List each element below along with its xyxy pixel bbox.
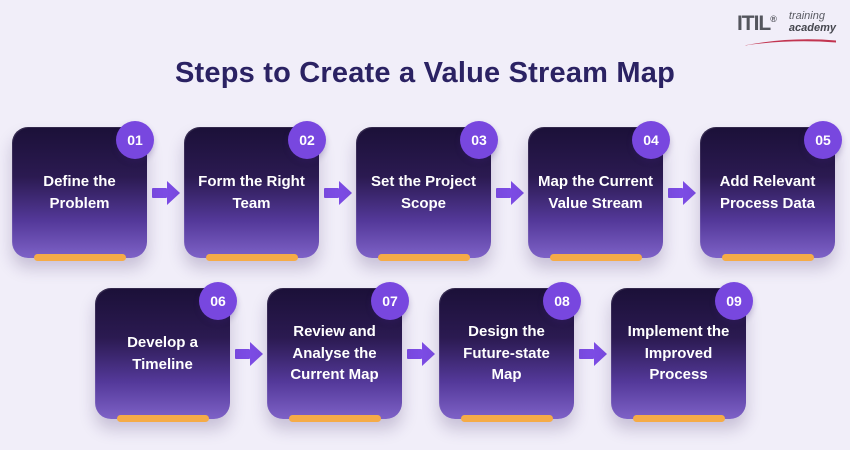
logo-wordmark: training academy	[789, 11, 836, 34]
step-card-5: 05 Add Relevant Process Data	[700, 121, 842, 261]
step-number-badge: 05	[804, 121, 842, 159]
arrow-shape	[323, 180, 352, 205]
step-underline-bar	[288, 415, 381, 422]
step-underline-bar	[460, 415, 553, 422]
arrow-right-icon	[147, 127, 184, 258]
step-underline-bar	[33, 254, 126, 261]
steps-row-1: 01 Define the Problem 02 Form the Right …	[12, 121, 842, 261]
page-title: Steps to Create a Value Stream Map	[175, 57, 675, 89]
step-label: Set the Project Scope	[370, 172, 477, 212]
arrow-right-icon	[230, 288, 267, 419]
step-card-3: 03 Set the Project Scope	[356, 121, 498, 261]
steps-row-2: 06 Develop a Timeline 07 Review and Anal…	[95, 282, 753, 422]
arrow-right-icon	[319, 127, 356, 258]
step-card-4: 04 Map the Current Value Stream	[528, 121, 670, 261]
logo-swoosh-icon	[744, 39, 836, 46]
step-number-badge: 04	[632, 121, 670, 159]
logo-academy-label: academy	[788, 22, 836, 34]
step-label: Design the Future-state Map	[463, 322, 550, 384]
step-underline-bar	[205, 254, 298, 261]
step-label: Develop a Timeline	[127, 333, 198, 373]
arrow-shape	[406, 341, 435, 366]
arrow-right-icon	[491, 127, 528, 258]
step-number-badge: 03	[460, 121, 498, 159]
arrow-right-icon	[663, 127, 700, 258]
arrow-shape	[234, 341, 263, 366]
step-label: Implement the Improved Process	[627, 322, 730, 384]
logo-row: ITIL® training academy	[737, 11, 836, 35]
step-number-badge: 06	[199, 282, 237, 320]
step-label: Form the Right Team	[198, 172, 305, 212]
arrow-shape	[151, 180, 180, 205]
step-number-badge: 01	[116, 121, 154, 159]
step-underline-bar	[721, 254, 814, 261]
arrow-shape	[667, 180, 696, 205]
step-number-badge: 08	[543, 282, 581, 320]
registered-trademark-symbol: ®	[770, 13, 777, 24]
step-label: Define the Problem	[43, 172, 116, 212]
step-underline-bar	[632, 415, 725, 422]
step-label: Review and Analyse the Current Map	[290, 322, 379, 384]
step-card-2: 02 Form the Right Team	[184, 121, 326, 261]
step-card-1: 01 Define the Problem	[12, 121, 154, 261]
step-number-badge: 02	[288, 121, 326, 159]
step-underline-bar	[116, 415, 209, 422]
logo-brand-text: ITIL®	[736, 11, 777, 35]
step-underline-bar	[377, 254, 470, 261]
step-label: Map the Current Value Stream	[538, 172, 654, 212]
step-card-9: 09 Implement the Improved Process	[611, 282, 753, 422]
step-number-badge: 09	[715, 282, 753, 320]
arrow-shape	[578, 341, 607, 366]
arrow-shape	[495, 180, 524, 205]
step-underline-bar	[549, 254, 642, 261]
arrow-right-icon	[574, 288, 611, 419]
step-card-8: 08 Design the Future-state Map	[439, 282, 581, 422]
arrow-right-icon	[402, 288, 439, 419]
logo-training-label: training	[788, 10, 825, 23]
step-card-6: 06 Develop a Timeline	[95, 282, 237, 422]
step-number-badge: 07	[371, 282, 409, 320]
itil-training-academy-logo: ITIL® training academy	[737, 11, 836, 46]
step-label: Add Relevant Process Data	[719, 172, 816, 212]
step-card-7: 07 Review and Analyse the Current Map	[267, 282, 409, 422]
